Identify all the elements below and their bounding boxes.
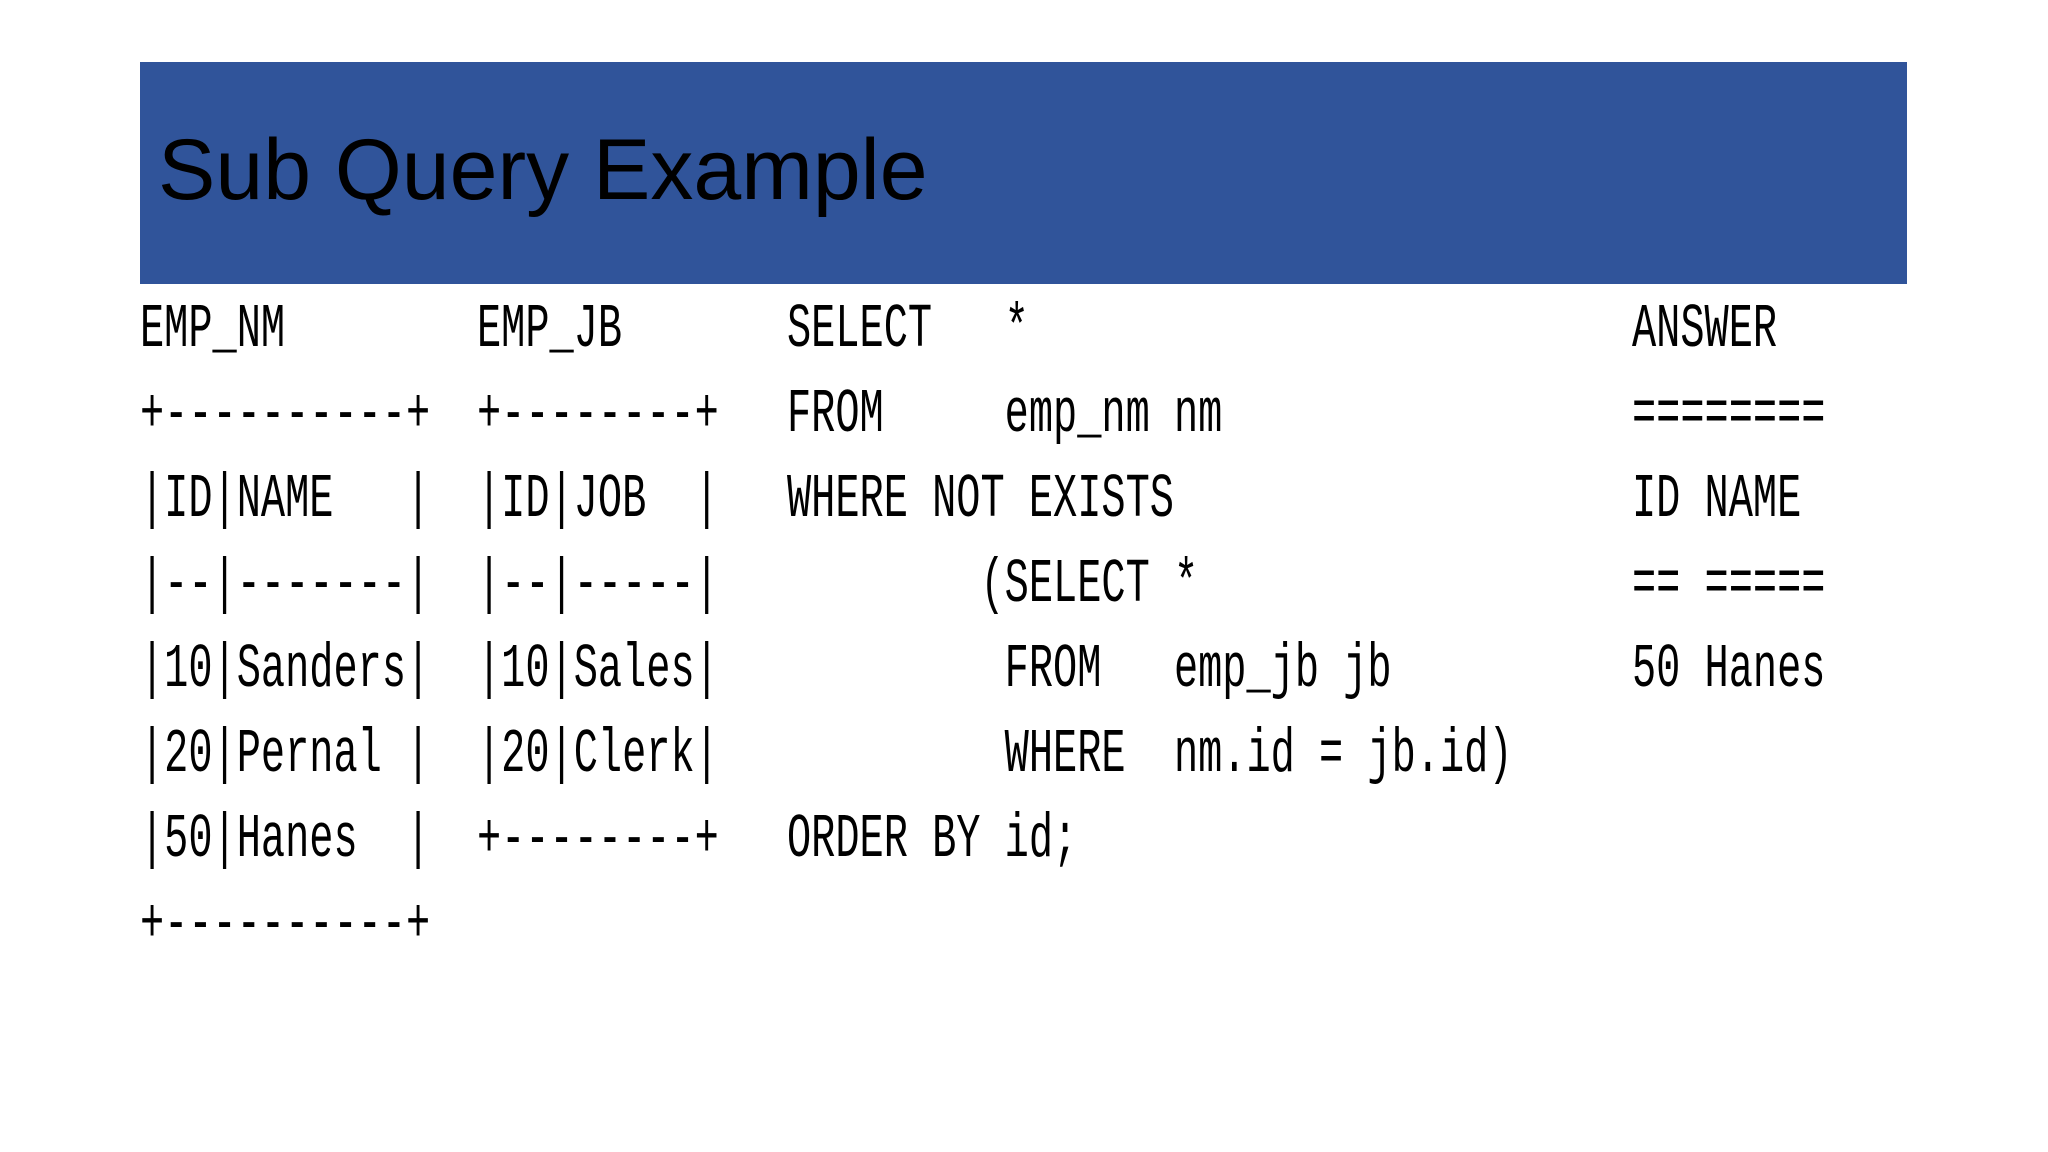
sql-query-text: SELECT * FROM emp_nm nm WHERE NOT EXISTS… <box>787 294 1513 875</box>
slide-title: Sub Query Example <box>158 122 928 218</box>
title-banner <box>140 62 1907 284</box>
answer-result-block: ANSWER ======== ID NAME == ===== 50 Hane… <box>1632 294 1826 705</box>
emp-nm-ascii-table: EMP_NM +----------+ |ID|NAME | |--|-----… <box>140 294 431 960</box>
emp-jb-ascii-table: EMP_JB +--------+ |ID|JOB | |--|-----| |… <box>477 294 719 875</box>
